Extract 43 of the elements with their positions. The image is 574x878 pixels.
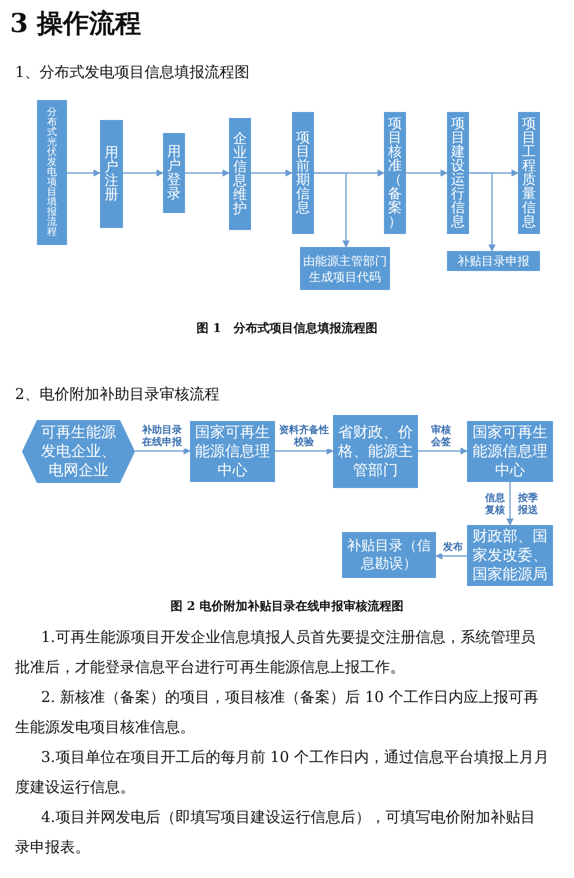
edge-label: 信息复核 xyxy=(484,493,506,517)
process-box: 分布式光伏发电项目填报流程 xyxy=(37,100,67,245)
section-heading: 1、分布式发电项目信息填报流程图 xyxy=(15,63,251,82)
paragraph: 1.可再生能源项目开发企业信息填报人员首先要提交注册信息，系统管理员批准后，才能登录信息平台进行可再生能源信息上报工作。 xyxy=(15,627,536,678)
process-box: 财政部、国家发改委、国家能源局 xyxy=(467,525,553,586)
page-title: 3 操作流程 xyxy=(10,8,142,41)
process-box: 项目前期信息 xyxy=(292,112,314,234)
edge-label: 发布 xyxy=(441,542,465,554)
edge-label: 补助目录在线申报 xyxy=(139,425,185,449)
arrow xyxy=(185,169,230,177)
process-box: 国家可再生能源信息理中心 xyxy=(467,421,553,482)
hexagon-box: 可再生能源发电企业、电网企业 xyxy=(22,420,135,483)
process-box: 用户登录 xyxy=(163,133,185,213)
edge-label: 资料齐备性校验 xyxy=(277,425,331,449)
paragraph: 2. 新核准（备案）的项目，项目核准（备案）后 10 个工作日内应上报可再生能源发电项目核准信息。 xyxy=(15,687,540,738)
arrow xyxy=(469,172,496,252)
process-box: 补贴目录（信息勘误） xyxy=(342,532,436,578)
arrow xyxy=(251,169,293,177)
process-box: 国家可再生能源信息理中心 xyxy=(190,421,275,482)
paragraph: 4.项目并网发电后（即填写项目建设运行信息后），可填写电价附加补贴目录申报表。 xyxy=(15,807,536,858)
process-box: 用户注册 xyxy=(100,120,123,228)
process-box: 企业信息维护 xyxy=(229,118,251,230)
section-heading: 2、电价附加补助目录审核流程 xyxy=(15,385,221,404)
arrow xyxy=(506,482,514,526)
process-box: 项目工程质量信息 xyxy=(518,112,540,234)
paragraph: 3.项目单位在项目开工后的每月前 10 个工作日内，通过信息平台填报上月月度建设运行信息。 xyxy=(15,747,550,798)
process-box: 省财政、价格、能源主管部门 xyxy=(333,415,418,488)
arrow xyxy=(435,552,467,560)
process-box: 项目核准（备案） xyxy=(384,112,406,234)
figure-caption: 图 2 电价附加补贴目录在线申报审核流程图 xyxy=(170,598,404,615)
arrow xyxy=(314,172,350,248)
arrow xyxy=(67,169,101,177)
arrow xyxy=(418,447,468,455)
arrow xyxy=(135,447,191,455)
arrow xyxy=(123,169,164,177)
figure-caption: 图 1 分布式项目信息填报流程图 xyxy=(196,320,378,337)
process-box: 补贴目录申报 xyxy=(447,251,540,271)
edge-label: 审核会签 xyxy=(429,425,453,449)
process-box: 由能源主管部门生成项目代码 xyxy=(300,247,390,290)
note-text: 按季报送 xyxy=(517,493,539,517)
process-box: 项目建设运行信息 xyxy=(447,112,469,234)
arrow xyxy=(275,447,334,455)
arrow xyxy=(406,169,448,177)
